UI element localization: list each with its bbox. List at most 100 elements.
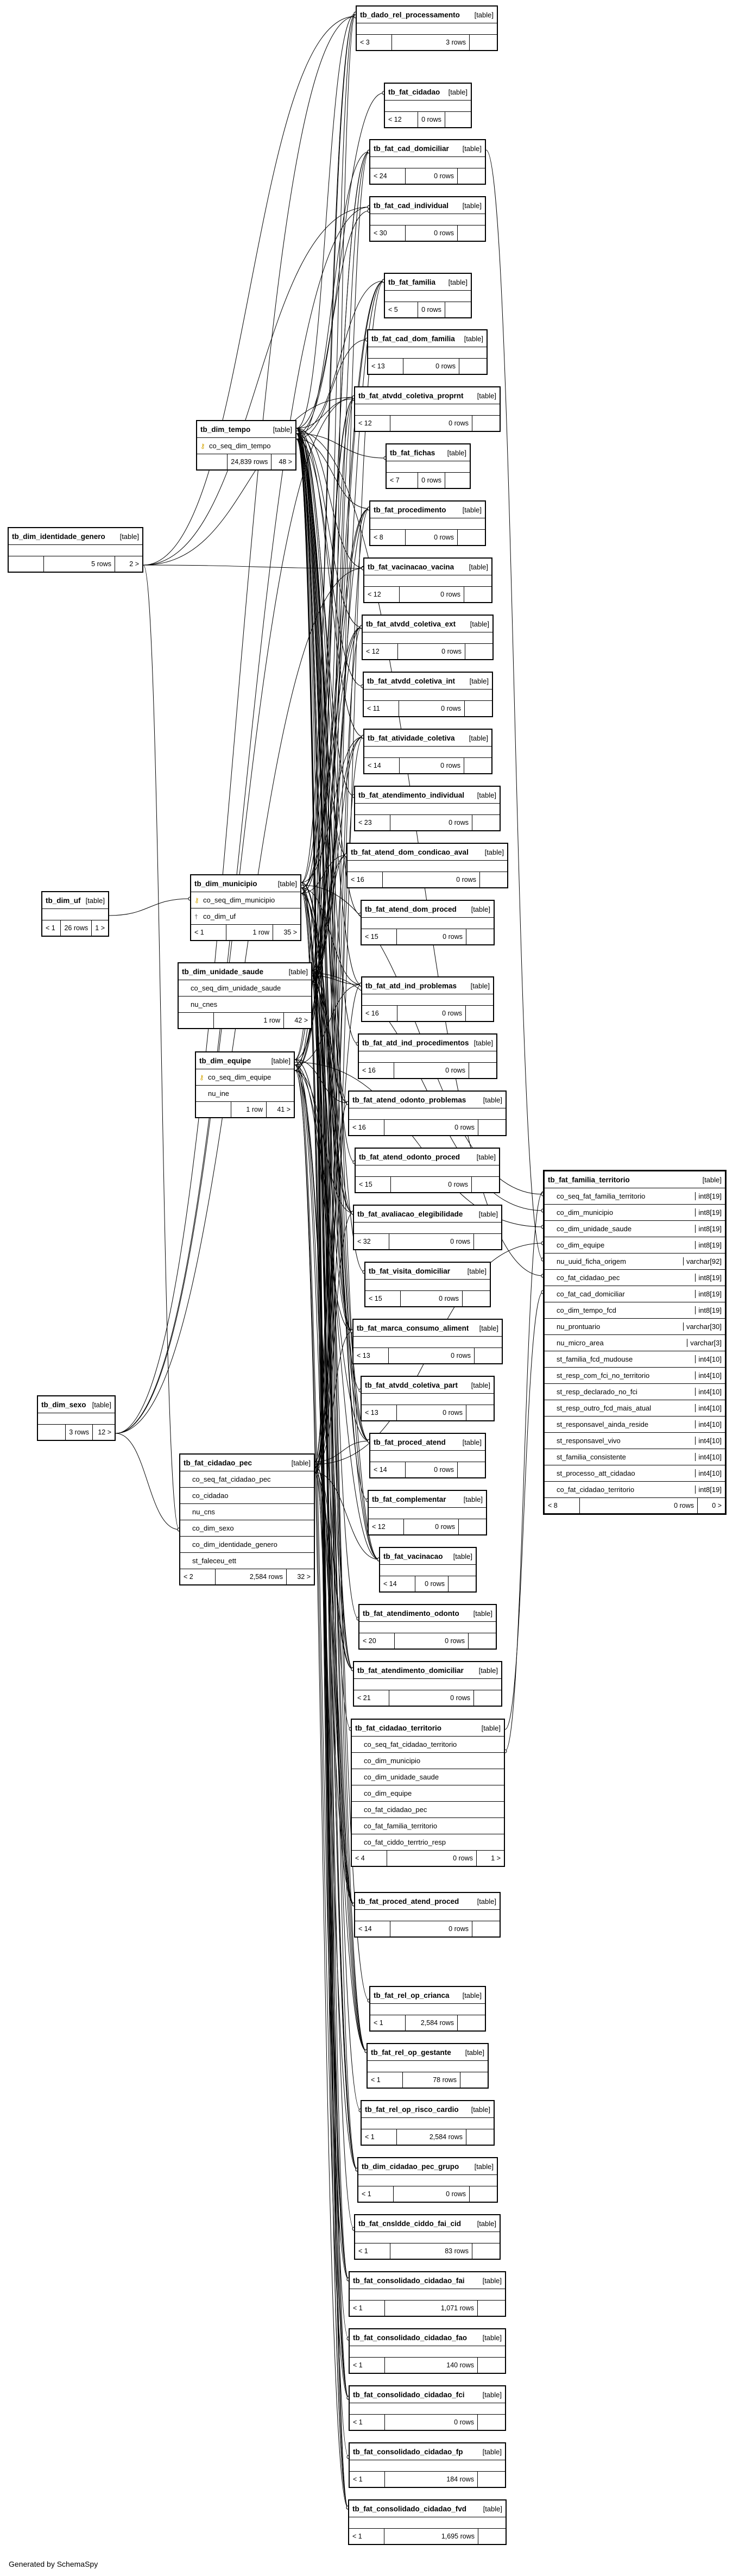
column-row[interactable]: co_fat_ciddo_terrtrio_resp	[352, 1834, 504, 1850]
table-name[interactable]: tb_fat_atd_ind_problemas	[365, 981, 457, 990]
table-name[interactable]: tb_fat_atividade_coletiva	[368, 734, 455, 742]
table-name[interactable]: tb_fat_cad_domiciliar	[374, 144, 449, 153]
table-name[interactable]: tb_fat_atendimento_domiciliar	[357, 1666, 464, 1675]
table-name[interactable]: tb_fat_atvdd_coletiva_int	[367, 676, 456, 685]
table-name[interactable]: tb_fat_visita_domiciliar	[369, 1267, 451, 1275]
column-row[interactable]: co_seq_fat_cidadao_territorio	[352, 1737, 504, 1753]
table-name[interactable]: tb_fat_familia_territorio	[548, 1175, 630, 1184]
table-name[interactable]: tb_fat_atend_dom_proced	[365, 905, 457, 913]
table-name[interactable]: tb_fat_proced_atend_proced	[358, 1897, 459, 1906]
table-tb-fat-atvdd-coletiva-proprnt[interactable]: tb_fat_atvdd_coletiva_proprnt[table]< 12…	[354, 386, 501, 432]
table-name[interactable]: tb_fat_rel_op_crianca	[374, 1991, 450, 2000]
table-name[interactable]: tb_fat_cidadao_territorio	[355, 1723, 442, 1732]
table-name[interactable]: tb_fat_cad_dom_familia	[371, 334, 455, 343]
table-name[interactable]: tb_dim_equipe	[199, 1056, 251, 1065]
table-name[interactable]: tb_fat_atendimento_individual	[358, 791, 465, 799]
column-row[interactable]: co_dim_equipe	[352, 1785, 504, 1802]
table-name[interactable]: tb_fat_cidadao_pec	[184, 1458, 252, 1467]
column-row[interactable]: co_dim_unidade_saude	[352, 1769, 504, 1785]
table-tb-dim-municipio[interactable]: tb_dim_municipio[table]⚷co_seq_dim_munic…	[190, 874, 301, 941]
column-row[interactable]: ⚷co_seq_dim_tempo	[197, 438, 295, 454]
column-row[interactable]: co_dim_sexo	[180, 1520, 314, 1537]
table-name[interactable]: tb_dim_uf	[46, 896, 81, 905]
table-tb-fat-avaliacao-elegibilidade[interactable]: tb_fat_avaliacao_elegibilidade[table]< 3…	[353, 1205, 502, 1250]
table-name[interactable]: tb_fat_marca_consumo_aliment	[357, 1324, 469, 1332]
table-name[interactable]: tb_dim_sexo	[41, 1400, 86, 1409]
table-tb-fat-consolidado-cidadao-fai[interactable]: tb_fat_consolidado_cidadao_fai[table]< 1…	[349, 2271, 506, 2317]
column-row[interactable]: co_fat_cidadao_pec	[352, 1802, 504, 1818]
column-row[interactable]: nu_ine	[196, 1086, 294, 1101]
column-row[interactable]: co_fat_familia_territorio	[352, 1818, 504, 1834]
table-tb-fat-atend-odonto-problemas[interactable]: tb_fat_atend_odonto_problemas[table]< 16…	[348, 1090, 507, 1136]
column-row[interactable]: co_seq_dim_unidade_saude	[179, 980, 311, 996]
table-name[interactable]: tb_fat_familia	[388, 278, 436, 286]
column-row[interactable]: co_cidadao	[180, 1488, 314, 1504]
table-name[interactable]: tb_fat_atendimento_odonto	[363, 1609, 459, 1618]
table-tb-fat-atendimento-individual[interactable]: tb_fat_atendimento_individual[table]< 23…	[354, 786, 501, 831]
table-name[interactable]: tb_fat_cidadao	[388, 87, 440, 96]
table-name[interactable]: tb_dim_tempo	[200, 425, 251, 434]
table-name[interactable]: tb_fat_atend_odonto_problemas	[352, 1095, 466, 1104]
table-tb-dim-unidade-saude[interactable]: tb_dim_unidade_saude[table]co_seq_dim_un…	[178, 962, 312, 1029]
table-tb-fat-atendimento-domiciliar[interactable]: tb_fat_atendimento_domiciliar[table]< 21…	[353, 1661, 502, 1707]
table-tb-fat-cidadao-pec[interactable]: tb_fat_cidadao_pec[table]co_seq_fat_cida…	[179, 1453, 315, 1585]
table-name[interactable]: tb_fat_cad_individual	[374, 201, 449, 210]
column-row[interactable]: nu_cnes	[179, 996, 311, 1012]
table-name[interactable]: tb_dim_unidade_saude	[182, 967, 264, 976]
column-row[interactable]: co_dim_identidade_genero	[180, 1537, 314, 1553]
table-tb-fat-familia-territorio[interactable]: tb_fat_familia_territorio[table]co_seq_f…	[543, 1170, 727, 1515]
column-row[interactable]: co_seq_fat_cidadao_pec	[180, 1471, 314, 1488]
table-name[interactable]: tb_fat_rel_op_risco_cardio	[365, 2105, 459, 2114]
table-name[interactable]: tb_fat_atvdd_coletiva_part	[365, 1381, 458, 1389]
table-name[interactable]: tb_fat_atend_odonto_proced	[359, 1152, 460, 1161]
table-name[interactable]: tb_fat_atvdd_coletiva_ext	[366, 619, 456, 628]
column-row[interactable]: ⚷co_seq_dim_municipio	[191, 892, 300, 908]
table-tb-fat-consolidado-cidadao-fao[interactable]: tb_fat_consolidado_cidadao_fao[table]< 1…	[349, 2328, 506, 2374]
column-row[interactable]: †co_dim_uf	[191, 908, 300, 924]
column-row[interactable]: co_dim_municipio	[352, 1753, 504, 1769]
column-row[interactable]: ⚷co_seq_dim_equipe	[196, 1069, 294, 1086]
table-name[interactable]: tb_dado_rel_processamento	[360, 10, 460, 19]
